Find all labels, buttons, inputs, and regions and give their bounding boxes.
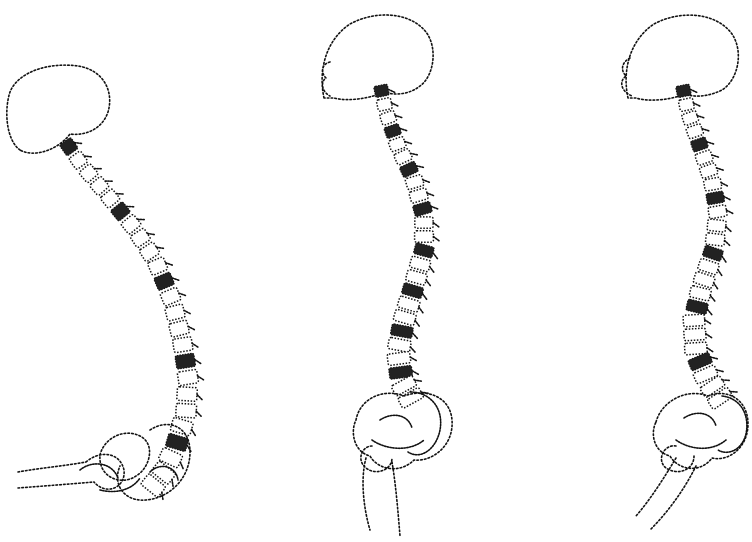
- spine-figure-right: [622, 15, 748, 530]
- spinous-process: [409, 347, 416, 353]
- spine-figure-middle: [322, 15, 452, 536]
- spinous-process: [431, 205, 438, 211]
- spinous-process: [421, 294, 428, 300]
- vertebra: [706, 191, 725, 205]
- spinous-process: [709, 296, 716, 302]
- vertebral-column: [59, 137, 204, 500]
- vertebra: [675, 84, 691, 98]
- vertebra: [170, 417, 194, 436]
- vertebra: [684, 328, 706, 341]
- vertebra: [172, 336, 193, 352]
- spinous-process: [417, 307, 424, 313]
- spinous-process: [432, 253, 439, 259]
- vertebra: [409, 188, 429, 204]
- vertebra: [177, 369, 198, 385]
- spinous-process: [721, 182, 728, 188]
- vertebra: [699, 163, 718, 179]
- vertebra: [379, 110, 397, 126]
- vertebra: [415, 217, 433, 228]
- skull-outline: [7, 65, 110, 153]
- vertebra: [686, 299, 709, 315]
- vertebra: [409, 256, 431, 272]
- vertebral-column: [373, 84, 439, 409]
- vertebra: [168, 320, 189, 338]
- vertebra: [165, 304, 186, 322]
- vertebra: [707, 219, 726, 232]
- vertebra: [683, 314, 705, 327]
- hip-bones: [676, 413, 726, 448]
- vertebra: [681, 110, 699, 126]
- spinous-process: [412, 370, 419, 375]
- spinous-process: [414, 320, 421, 326]
- spinous-process: [412, 333, 419, 339]
- hip-bones: [372, 415, 424, 448]
- femur-outline: [361, 446, 400, 536]
- spinous-process: [726, 209, 733, 215]
- vertebra: [415, 231, 434, 242]
- spinous-process: [725, 227, 731, 232]
- vertebra: [160, 287, 182, 306]
- spinous-process: [197, 395, 203, 401]
- vertebra: [413, 242, 435, 258]
- femur-outline: [636, 446, 696, 530]
- vertebra: [175, 353, 196, 369]
- vertebra: [373, 84, 389, 98]
- vertebra: [678, 97, 694, 111]
- spinous-process: [433, 223, 439, 228]
- vertebra: [690, 136, 709, 152]
- vertebra: [177, 387, 198, 402]
- spinous-process: [196, 411, 202, 417]
- vertebra: [708, 205, 728, 219]
- vertebral-column: [675, 84, 737, 410]
- vertebra: [412, 201, 432, 217]
- spinous-process: [705, 319, 711, 324]
- spinous-process: [724, 195, 731, 201]
- spinous-process: [724, 240, 730, 245]
- spinous-process: [433, 237, 439, 242]
- vertebra: [387, 337, 411, 352]
- spinous-process: [706, 309, 713, 315]
- vertebra: [702, 245, 724, 262]
- vertebra: [684, 342, 707, 355]
- vertebra: [387, 351, 411, 365]
- vertebra: [384, 123, 402, 139]
- vertebra: [705, 233, 725, 246]
- vertebra: [703, 177, 722, 191]
- vertebra: [176, 403, 197, 418]
- vertebra: [376, 97, 392, 111]
- face-profile: [323, 62, 330, 96]
- vertebra: [397, 296, 420, 313]
- vertebra: [390, 323, 414, 338]
- vertebra: [686, 123, 704, 139]
- vertebra: [153, 272, 174, 291]
- pelvis-outline: [653, 394, 748, 469]
- spine-figure-left: [7, 65, 205, 500]
- vertebra: [405, 269, 427, 285]
- spinous-process: [188, 325, 195, 332]
- femur-outline: [18, 454, 124, 489]
